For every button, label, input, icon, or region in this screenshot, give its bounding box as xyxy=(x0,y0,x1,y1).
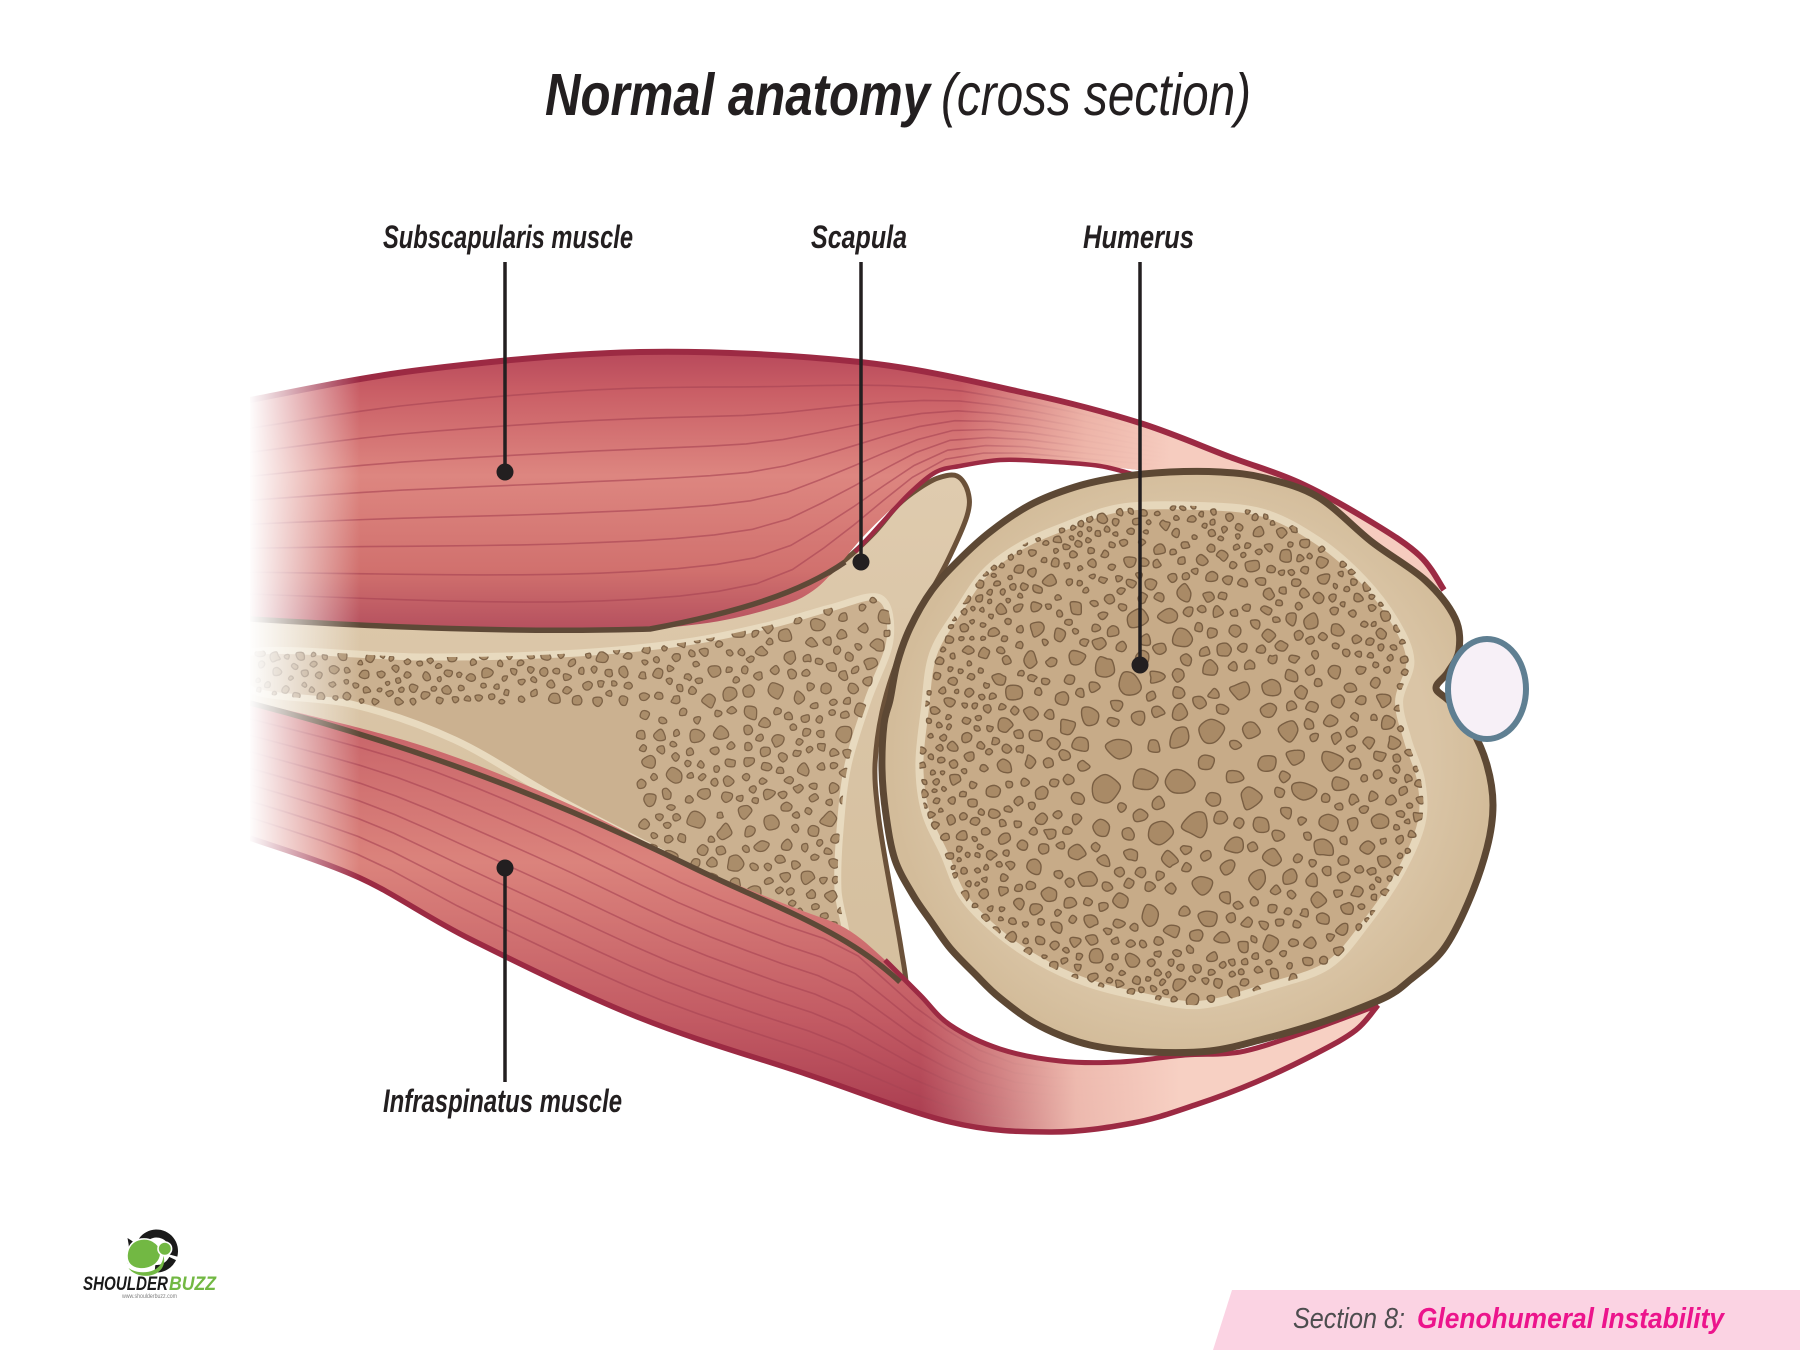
svg-text:Section 8:: Section 8: xyxy=(1293,1303,1405,1335)
svg-text:Infraspinatus muscle: Infraspinatus muscle xyxy=(383,1083,622,1119)
svg-text:(cross section): (cross section) xyxy=(941,62,1251,128)
svg-text:Subscapularis muscle: Subscapularis muscle xyxy=(383,219,633,255)
svg-text:Glenohumeral Instability: Glenohumeral Instability xyxy=(1417,1303,1726,1335)
svg-text:SHOULDER: SHOULDER xyxy=(83,1274,168,1295)
svg-text:www.shoulderbuzz.com: www.shoulderbuzz.com xyxy=(121,1293,177,1300)
svg-text:Humerus: Humerus xyxy=(1083,219,1194,255)
svg-text:BUZZ: BUZZ xyxy=(169,1274,217,1295)
svg-text:Scapula: Scapula xyxy=(811,219,907,255)
svg-text:Normal anatomy: Normal anatomy xyxy=(545,62,933,128)
